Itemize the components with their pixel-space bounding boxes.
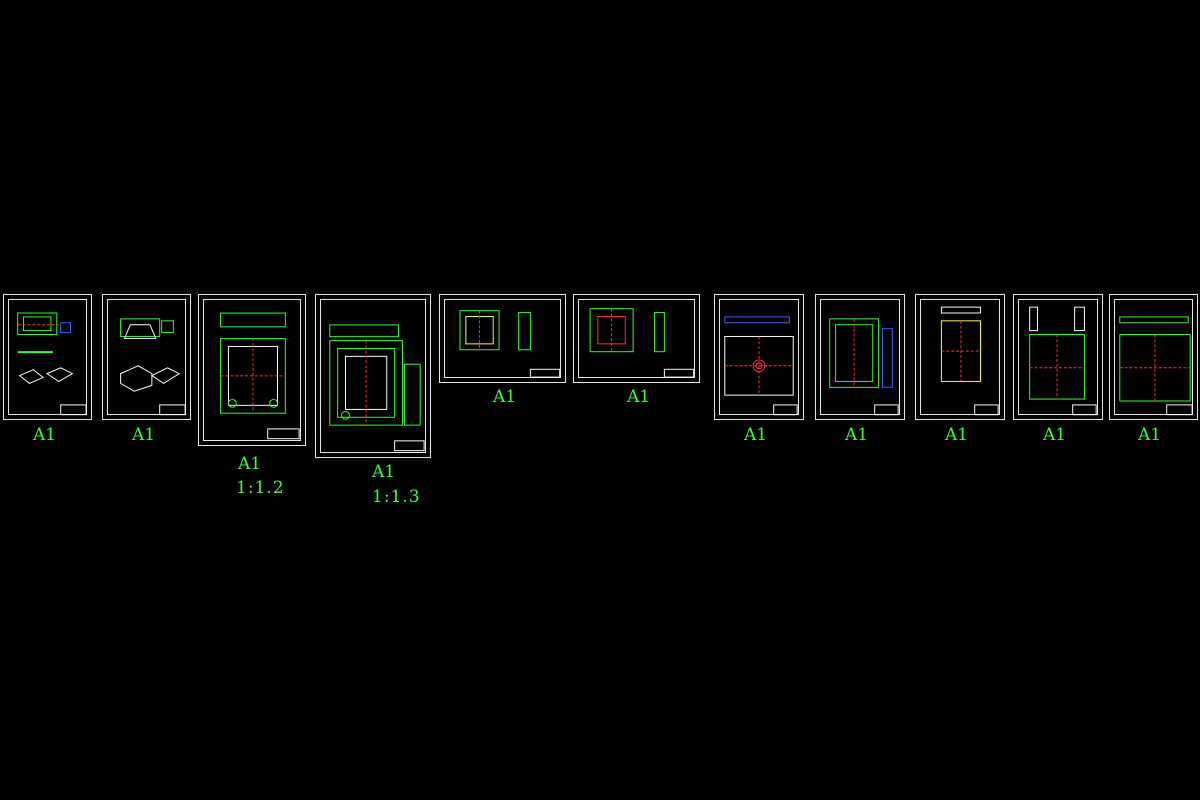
sheet-9-geometry [940,306,999,416]
drawing-sheet-9[interactable] [915,294,1005,420]
drawing-sheet-2[interactable] [102,294,191,420]
sheet-7-geometry [724,316,798,416]
sheet-4-size-label: A1 [372,462,396,482]
sheet-2-geometry [120,318,186,416]
drawing-sheet-4[interactable] [315,294,431,458]
sheet-4-geometry [329,324,425,452]
sheet-border [8,299,87,415]
sheet-4-scale-label: 1:1.3 [372,487,421,507]
sheet-border [320,299,426,453]
sheet-9-size-label: A1 [945,425,969,445]
sheet-10-size-label: A1 [1043,425,1067,445]
sheet-border [107,299,186,415]
sheet-border [203,299,301,441]
sheet-11-size-label: A1 [1138,425,1162,445]
sheet-3-size-label: A1 [238,454,262,474]
sheet-1-size-label: A1 [33,425,57,445]
sheet-5-geometry [459,310,561,378]
sheet-11-geometry [1119,316,1193,416]
drawing-sheet-1[interactable] [3,294,92,420]
sheet-5-size-label: A1 [493,387,517,407]
sheet-3-geometry [220,312,300,440]
drawing-sheet-8[interactable] [815,294,905,420]
drawing-sheet-6[interactable] [573,294,700,383]
drawing-sheet-11[interactable] [1109,294,1198,420]
sheet-8-size-label: A1 [845,425,869,445]
sheet-7-size-label: A1 [744,425,768,445]
sheet-border [820,299,900,415]
drawing-sheet-5[interactable] [439,294,566,383]
sheet-border [719,299,799,415]
sheet-border [1018,299,1098,415]
sheet-6-size-label: A1 [627,387,651,407]
sheet-1-geometry [17,312,87,416]
drawing-sheet-10[interactable] [1013,294,1103,420]
sheet-10-geometry [1029,306,1097,416]
sheet-3-scale-label: 1:1.2 [236,478,285,498]
sheet-border [578,299,695,378]
sheet-border [1114,299,1193,415]
drawing-sheet-7[interactable] [714,294,804,420]
sheet-8-geometry [829,318,899,416]
sheet-border [920,299,1000,415]
sheet-6-geometry [589,308,695,378]
drawing-sheet-3[interactable] [198,294,306,446]
sheet-2-size-label: A1 [132,425,156,445]
sheet-border [444,299,561,378]
